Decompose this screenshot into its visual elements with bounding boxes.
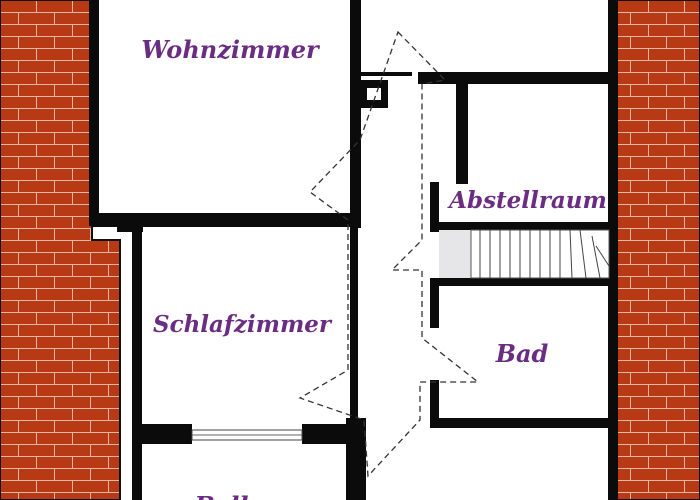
room-label-balkon: Balkon (193, 491, 289, 500)
room-label-bad: Bad (495, 339, 549, 368)
room-label-abstellraum: Abstellraum (447, 187, 607, 214)
right-brick-wall (611, 0, 700, 500)
room-label-schlafzimmer: Schlafzimmer (153, 311, 333, 338)
room-label-wohnzimmer: Wohnzimmer (141, 35, 321, 64)
interior-walls (89, 0, 618, 500)
balcony-window (191, 429, 303, 441)
circulation-arrow (298, 30, 480, 478)
staircase (439, 229, 610, 279)
left-brick-wall (0, 0, 121, 500)
